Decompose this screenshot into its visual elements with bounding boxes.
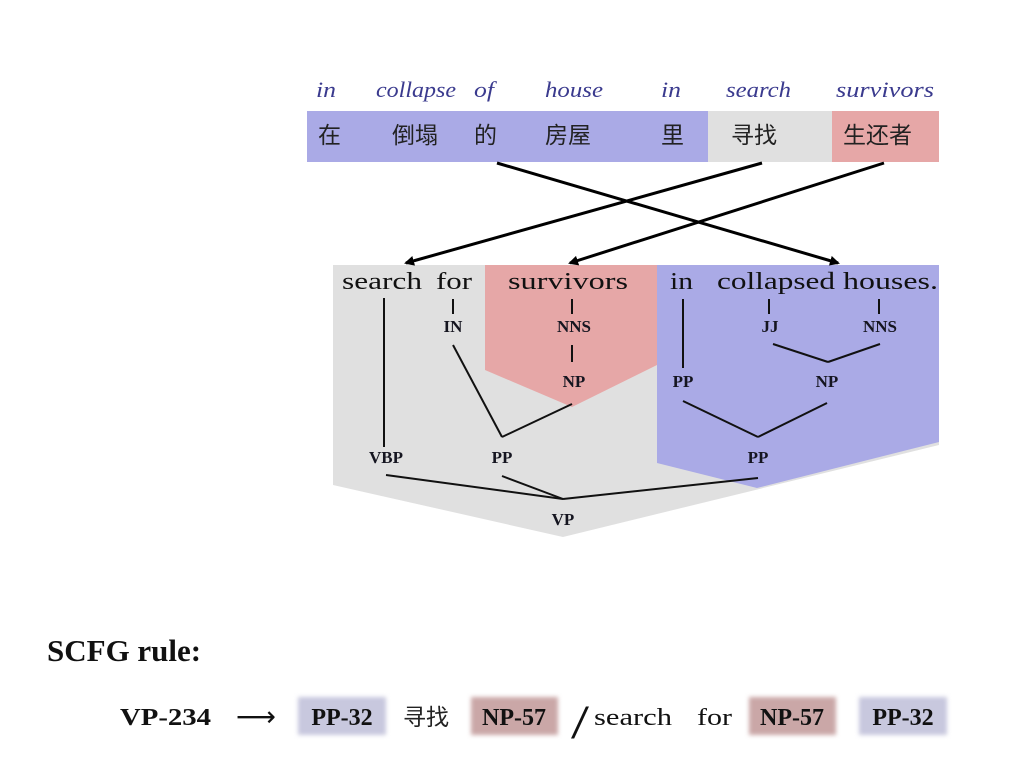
rule-chip-pp (298, 697, 386, 735)
rule-target-terminal: for (697, 705, 732, 731)
tree-node: NP (563, 372, 586, 391)
tree-node: IN (444, 317, 464, 336)
tree-edge (562, 477, 759, 500)
tree-edge (827, 343, 881, 363)
tree-node: VBP (369, 448, 403, 467)
tree-edge (501, 475, 564, 500)
tree-node: VP (552, 510, 575, 529)
rule-source-nonterminal: PP-32 (311, 705, 372, 731)
tree-edge (501, 403, 573, 438)
tree-node: NNS (557, 317, 591, 336)
rule-source-nonterminal: NP-57 (482, 705, 546, 731)
alignment-arrow (496, 161, 840, 266)
source-word: 的 (474, 123, 497, 149)
alignment-arrow (404, 161, 763, 266)
source-word: 里 (661, 123, 684, 149)
tree-region-np (485, 265, 657, 407)
tree-edge (682, 400, 759, 438)
rule-lhs: VP-234 (120, 705, 211, 731)
rule-target-nonterminal: PP-32 (872, 705, 933, 731)
source-sentence: 在 倒塌 的 房屋 里 寻找 生还者 (318, 123, 912, 149)
source-word: 在 (318, 123, 341, 149)
gloss-word: in (316, 77, 336, 102)
target-sentence: search for survivors in collapsed houses… (342, 269, 938, 295)
alignment-arrow (568, 161, 885, 266)
target-word: in (670, 269, 693, 295)
rule-target-terminal: search (594, 705, 672, 731)
source-word: 倒塌 (392, 123, 438, 149)
tree-edge (385, 474, 564, 500)
tree-edges (383, 298, 881, 500)
rule-source-terminal: 寻找 (403, 705, 449, 731)
rule-chip-np (471, 697, 558, 735)
tree-node: PP (748, 448, 769, 467)
source-span-pp (307, 111, 708, 162)
tree-region-pp (657, 265, 939, 488)
gloss-word: house (545, 77, 603, 102)
rule-chip-pp (859, 697, 947, 735)
source-word: 生还者 (843, 123, 912, 149)
tree-edge (772, 343, 829, 363)
rule-arrow-icon: ⟶ (236, 700, 276, 733)
target-word: houses. (843, 269, 938, 295)
source-span-np (832, 111, 939, 162)
tree-node: JJ (762, 317, 780, 336)
rule-chip-np (749, 697, 836, 735)
target-word: search (342, 269, 422, 295)
tree-edge (757, 402, 828, 438)
rule-heading: SCFG rule: (47, 633, 201, 668)
rule-target-nonterminal: NP-57 (760, 705, 824, 731)
source-word: 寻找 (731, 123, 777, 149)
tree-nodes: IN NNS NP JJ NNS PP NP VBP PP PP VP (369, 317, 897, 529)
gloss-word: collapse (376, 77, 456, 102)
gloss-word: search (726, 77, 791, 102)
tree-node: NNS (863, 317, 897, 336)
source-span-verb (708, 111, 832, 162)
target-word: for (436, 269, 472, 295)
tree-node: PP (673, 372, 694, 391)
rule-line: VP-234 ⟶ PP-32 寻找 NP-57 / search for NP-… (120, 696, 947, 749)
target-word: collapsed (717, 269, 835, 295)
tree-node: NP (816, 372, 839, 391)
rule-separator: / (571, 696, 590, 749)
gloss-word: survivors (836, 77, 934, 102)
gloss-row: in collapse of house in search survivors (316, 77, 934, 102)
source-word: 房屋 (545, 123, 591, 149)
tree-node: PP (492, 448, 513, 467)
tree-edge (452, 344, 503, 438)
gloss-word: in (661, 77, 681, 102)
gloss-word: of (474, 77, 497, 102)
target-word: survivors (508, 269, 628, 295)
